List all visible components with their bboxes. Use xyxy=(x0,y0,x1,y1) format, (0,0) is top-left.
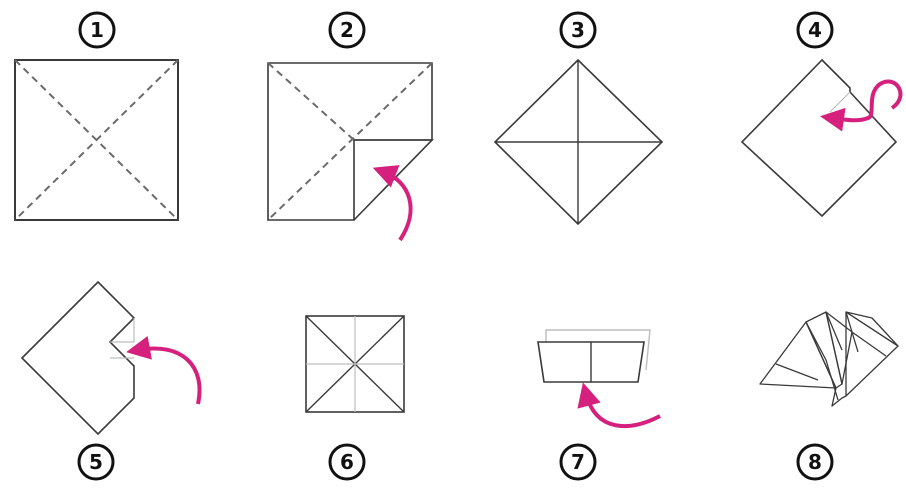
step-6-diagram xyxy=(306,316,404,412)
svg-text:7: 7 xyxy=(571,450,585,474)
fold-arrow-icon xyxy=(384,172,411,240)
step-number-6: 6 xyxy=(330,445,364,479)
svg-text:8: 8 xyxy=(808,450,822,474)
step-2-diagram xyxy=(268,63,432,240)
step-5-diagram xyxy=(22,282,200,434)
step-number-4: 4 xyxy=(798,13,832,47)
step-number-1: 1 xyxy=(80,13,114,47)
step-3-diagram xyxy=(495,60,662,224)
step-number-5: 5 xyxy=(79,445,113,479)
step-7-diagram xyxy=(538,330,660,426)
step-number-2: 2 xyxy=(330,13,364,47)
svg-text:1: 1 xyxy=(90,18,104,42)
loop-arrow-icon xyxy=(832,81,900,120)
fold-arrow-icon xyxy=(586,394,660,426)
svg-text:5: 5 xyxy=(89,450,103,474)
step-8-diagram xyxy=(760,312,898,406)
step-number-8: 8 xyxy=(798,445,832,479)
step-number-3: 3 xyxy=(561,13,595,47)
svg-text:6: 6 xyxy=(340,450,354,474)
svg-text:4: 4 xyxy=(808,18,822,42)
svg-text:3: 3 xyxy=(571,18,585,42)
svg-text:2: 2 xyxy=(340,18,354,42)
step-1-diagram xyxy=(15,60,178,220)
step-number-7: 7 xyxy=(561,445,595,479)
step-4-diagram xyxy=(742,60,900,216)
fold-arrow-icon xyxy=(138,348,200,404)
